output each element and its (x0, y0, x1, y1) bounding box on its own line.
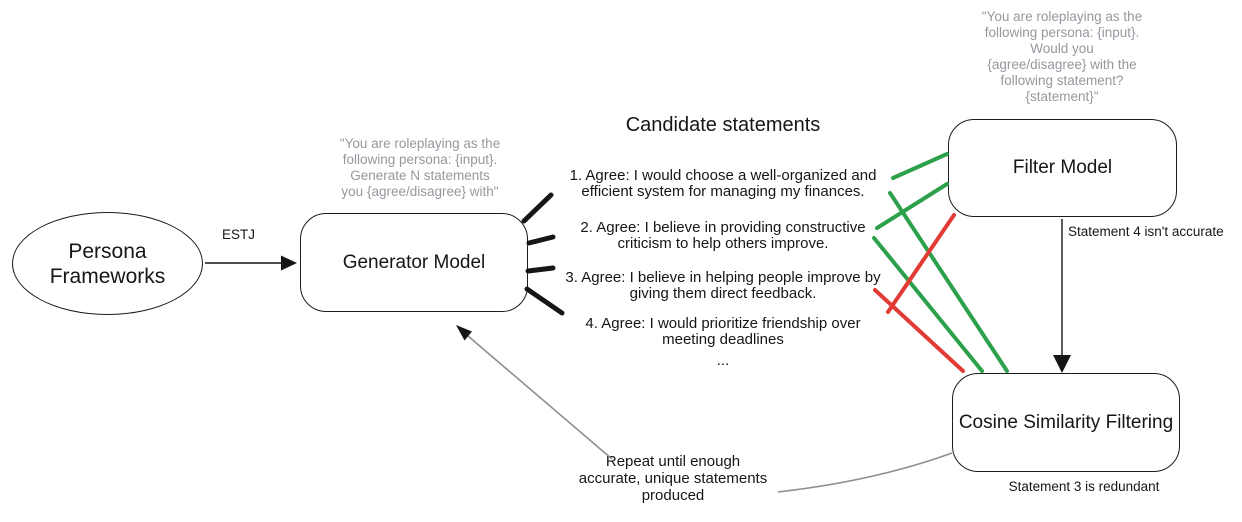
repeat-note-line: produced (641, 487, 705, 504)
persona-label-line1: Persona (68, 239, 147, 263)
generator-model-node: Generator Model (300, 213, 528, 312)
statement-line: 4. Agree: I would prioritize friendship … (585, 315, 861, 332)
filter-prompt-line: {statement}" (1025, 89, 1099, 104)
candidate-statement-3: 3. Agree: I believe in helping people im… (530, 270, 916, 302)
generator-prompt-line: you {agree/disagree} with" (341, 184, 499, 199)
candidate-statements-ellipsis: ... (716, 352, 730, 369)
filter-prompt-line: {agree/disagree} with the (987, 57, 1137, 72)
filter-verdict-label: Statement 4 isn't accurate (1068, 224, 1224, 239)
filter-prompt-note: "You are roleplaying as the following pe… (962, 9, 1162, 105)
persona-frameworks-label: Persona Frameworks (50, 239, 166, 289)
filter-prompt-line: following persona: {input}. (984, 25, 1140, 40)
persona-frameworks-node: Persona Frameworks (12, 212, 203, 315)
cosine-to-repeat-note-leader-line (777, 452, 953, 493)
filter-model-node: Filter Model (948, 119, 1177, 217)
statement-line: criticism to help others improve. (617, 235, 829, 252)
statement-line: giving them direct feedback. (629, 285, 817, 302)
filter-to-cosine-arrowhead-icon (1053, 355, 1071, 373)
estj-edge-label: ESTJ (222, 227, 256, 242)
repeat-loop-note: Repeat until enough accurate, unique sta… (542, 453, 804, 504)
candidate-statement-4: 4. Agree: I would prioritize friendship … (530, 316, 916, 348)
statement-line: 3. Agree: I believe in helping people im… (565, 269, 881, 286)
filter-prompt-line: following statement? (1000, 73, 1124, 88)
generator-prompt-line: following persona: {input}. (342, 152, 498, 167)
persona-label-line2: Frameworks (49, 264, 166, 288)
cosine-similarity-node: Cosine Similarity Filtering (952, 373, 1180, 472)
candidate-statements-title: Candidate statements (625, 114, 821, 136)
statement-line: 1. Agree: I would choose a well-organize… (569, 167, 877, 184)
filter-model-label: Filter Model (1012, 157, 1113, 178)
repeat-note-line: accurate, unique statements (578, 470, 768, 487)
persona-to-generator-arrowhead-icon (281, 255, 297, 271)
repeat-to-generator-arrowhead-icon (456, 325, 472, 341)
cosine-verdict-label: Statement 3 is redundant (1008, 479, 1160, 494)
candidate-statement-1: 1. Agree: I would choose a well-organize… (530, 168, 916, 200)
filter-prompt-line: "You are roleplaying as the (981, 9, 1143, 24)
cosine-similarity-label: Cosine Similarity Filtering (958, 411, 1174, 433)
statement-line: 2. Agree: I believe in providing constru… (580, 219, 866, 236)
generator-prompt-note: "You are roleplaying as the following pe… (320, 136, 520, 200)
statement-line: efficient system for managing my finance… (581, 183, 865, 200)
generator-model-label: Generator Model (342, 251, 486, 273)
filter-prompt-line: Would you (1030, 41, 1094, 56)
candidate-statement-2: 2. Agree: I believe in providing constru… (530, 220, 916, 252)
repeat-note-line: Repeat until enough (605, 453, 741, 470)
statement-line: meeting deadlines (662, 331, 784, 348)
generator-prompt-line: "You are roleplaying as the (339, 136, 501, 151)
statement2-to-cosine-accept-line (872, 236, 984, 373)
generator-prompt-line: Generate N statements (350, 168, 490, 183)
